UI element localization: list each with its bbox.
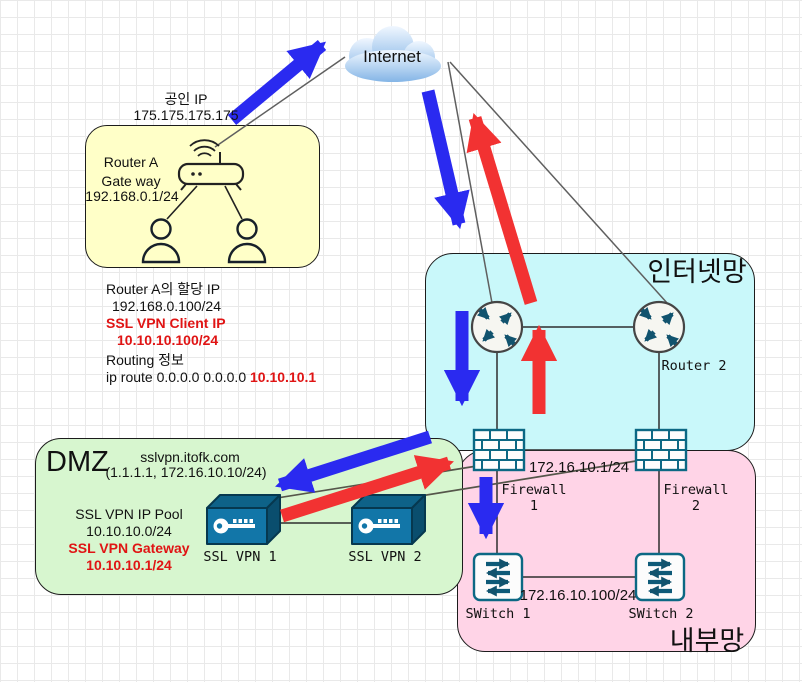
arrow-client-to-internet <box>227 40 327 125</box>
router-a-icon <box>177 139 245 191</box>
lan-user-links <box>166 185 243 220</box>
dmz-title: DMZ <box>46 446 109 478</box>
public-ip-value: 175.175.175.175 <box>133 107 239 123</box>
internet-zone-box <box>425 253 755 451</box>
switch2-icon <box>636 554 684 600</box>
routing-info-label: Routing 정보 <box>106 352 184 368</box>
internal-zone-box <box>457 450 756 652</box>
router2-label: Router 2 <box>661 358 727 374</box>
firewall1-label: Firewall 1 <box>501 482 567 514</box>
internet-label: Internet <box>363 47 421 66</box>
ssl-vpn2-icon <box>351 494 426 545</box>
switch1-label: SWitch 1 <box>465 606 531 622</box>
vpn-pool-ip: 10.10.10.0/24 <box>86 523 172 539</box>
switch1-icon <box>474 554 522 600</box>
public-ip-title: 공인 IP <box>164 91 208 107</box>
dmz-domain-ip: (1.1.1.1, 172.16.10.10/24) <box>105 464 267 480</box>
router2-icon <box>634 302 684 352</box>
arrow-internet-down <box>421 89 470 230</box>
user2-icon <box>227 218 267 264</box>
user1-icon <box>141 218 181 264</box>
dmz-domain: sslvpn.itofk.com <box>140 449 240 465</box>
route-command-text: ip route 0.0.0.0 0.0.0.0 <box>106 369 247 385</box>
vpn-client-ip-value: 10.10.10.100/24 <box>117 332 219 348</box>
route-next-hop: 10.10.10.1 <box>250 369 317 385</box>
vpn-gateway-ip: 10.10.10.1/24 <box>86 557 172 573</box>
ssl-vpn2-label: SSL VPN 2 <box>348 549 422 565</box>
router-a-gateway-ip: 192.168.0.1/24 <box>85 188 179 204</box>
switch2-label: SWitch 2 <box>628 606 694 622</box>
firewall2-label: Firewall 2 <box>663 482 729 514</box>
router-a-gateway-label: Gate way <box>101 173 161 189</box>
firewall1-icon <box>472 428 526 472</box>
firewall-link-ip: 172.16.10.1/24 <box>528 459 630 476</box>
arrow-up-to-internet <box>466 113 538 305</box>
vpn-gateway-label: SSL VPN Gateway <box>68 540 190 556</box>
internet-cloud-icon <box>345 26 441 82</box>
internet-zone-title: 인터넷망 <box>647 257 747 287</box>
ssl-vpn1-icon <box>206 494 281 545</box>
router-a-name: Router A <box>103 154 159 170</box>
internal-zone-title: 내부망 <box>669 626 745 656</box>
router1-icon <box>472 302 522 352</box>
routing-command: ip route 0.0.0.0 0.0.0.0 10.10.10.1 <box>106 369 316 385</box>
internet-uplinks <box>214 56 669 305</box>
arrow-out-of-dmz <box>280 455 454 523</box>
ssl-vpn1-label: SSL VPN 1 <box>203 549 277 565</box>
traffic-arrows <box>227 40 558 540</box>
assigned-ip-value: 192.168.0.100/24 <box>112 298 221 314</box>
firewall2-icon <box>634 428 688 472</box>
arrow-into-dmz <box>275 430 432 493</box>
vpn-client-ip-label: SSL VPN Client IP <box>106 315 226 331</box>
router-a-zone-box <box>85 125 320 268</box>
switch-link-ip: 172.16.10.100/24 <box>519 587 637 604</box>
assigned-ip-label: Router A의 할당 IP <box>106 281 221 297</box>
vpn-pool-label: SSL VPN IP Pool <box>75 506 183 522</box>
